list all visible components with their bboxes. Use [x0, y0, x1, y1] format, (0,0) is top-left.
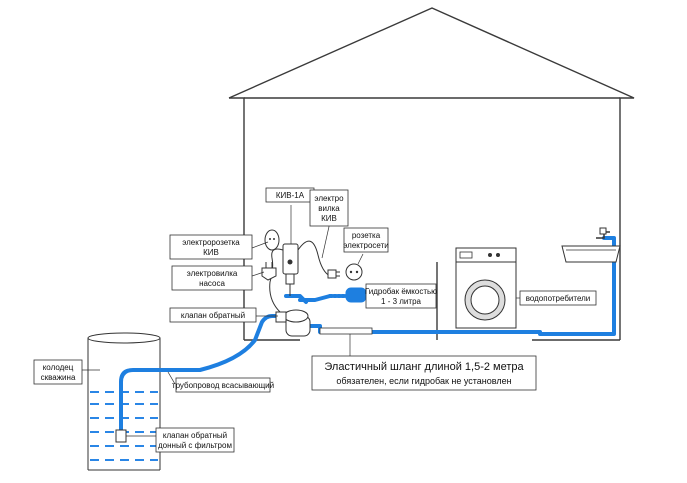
kiv-socket-icon	[264, 229, 280, 251]
washing-machine-icon	[455, 247, 517, 329]
label-hose-note: Эластичный шланг длиной 1,5-2 метра обяз…	[311, 355, 537, 391]
label-check-valve: клапан обратный	[169, 307, 257, 323]
svg-text:Гидробак ёмкостью: Гидробак ёмкостью	[365, 287, 437, 296]
svg-text:электровилка: электровилка	[187, 269, 238, 278]
label-consumers: водопотребители	[519, 290, 597, 306]
svg-text:донный с фильтром: донный с фильтром	[158, 441, 232, 450]
pump-plug-icon	[261, 262, 277, 281]
svg-text:водопотребители: водопотребители	[526, 294, 591, 303]
svg-text:КИВ: КИВ	[321, 214, 337, 223]
leader-lines	[82, 205, 520, 437]
kiv-plug-icon	[327, 269, 340, 279]
label-accumulator: Гидробак ёмкостью 1 - 3 литра	[365, 283, 437, 309]
svg-text:трубопровод всасывающий: трубопровод всасывающий	[172, 381, 274, 390]
pump-icon	[283, 309, 311, 337]
label-suction-pipe: трубопровод всасывающий	[172, 377, 274, 393]
accumulator-icon	[345, 287, 367, 303]
label-mains-socket: розетка электросети	[343, 227, 389, 253]
svg-text:Эластичный шланг длиной 1,5-2: Эластичный шланг длиной 1,5-2 метра	[324, 361, 524, 373]
svg-text:клапан обратный: клапан обратный	[163, 431, 227, 440]
foot-valve-icon	[115, 429, 127, 443]
label-kiv-1a: КИВ-1А	[265, 187, 315, 203]
svg-text:КИВ: КИВ	[203, 248, 219, 257]
elastic-hose-mark	[319, 327, 373, 335]
svg-text:электророзетка: электророзетка	[182, 238, 240, 247]
check-valve-icon	[275, 311, 287, 323]
well-icon	[87, 332, 161, 471]
kiv-1a-relay-icon	[282, 243, 299, 296]
svg-text:колодец: колодец	[43, 363, 74, 372]
svg-text:клапан обратный: клапан обратный	[181, 311, 245, 320]
svg-text:электросети: электросети	[343, 241, 389, 250]
svg-text:1 - 3 литра: 1 - 3 литра	[381, 297, 421, 306]
label-kiv-plug: электро вилка КИВ	[309, 189, 349, 227]
label-well: колодец скважина	[33, 359, 83, 385]
svg-text:розетка: розетка	[352, 231, 381, 240]
svg-text:КИВ-1А: КИВ-1А	[276, 191, 305, 200]
sink-tap-icon	[561, 227, 621, 263]
svg-text:насоса: насоса	[199, 279, 225, 288]
label-foot-valve: клапан обратный донный с фильтром	[155, 427, 235, 453]
mains-socket-icon	[345, 263, 363, 281]
svg-text:скважина: скважина	[41, 373, 76, 382]
svg-text:обязателен, если гидробак не у: обязателен, если гидробак не установлен	[336, 376, 511, 386]
label-kiv-socket: электророзетка КИВ	[169, 234, 253, 260]
svg-text:вилка: вилка	[318, 204, 340, 213]
svg-text:электро: электро	[314, 194, 344, 203]
label-pump-plug: электровилка насоса	[171, 265, 253, 291]
